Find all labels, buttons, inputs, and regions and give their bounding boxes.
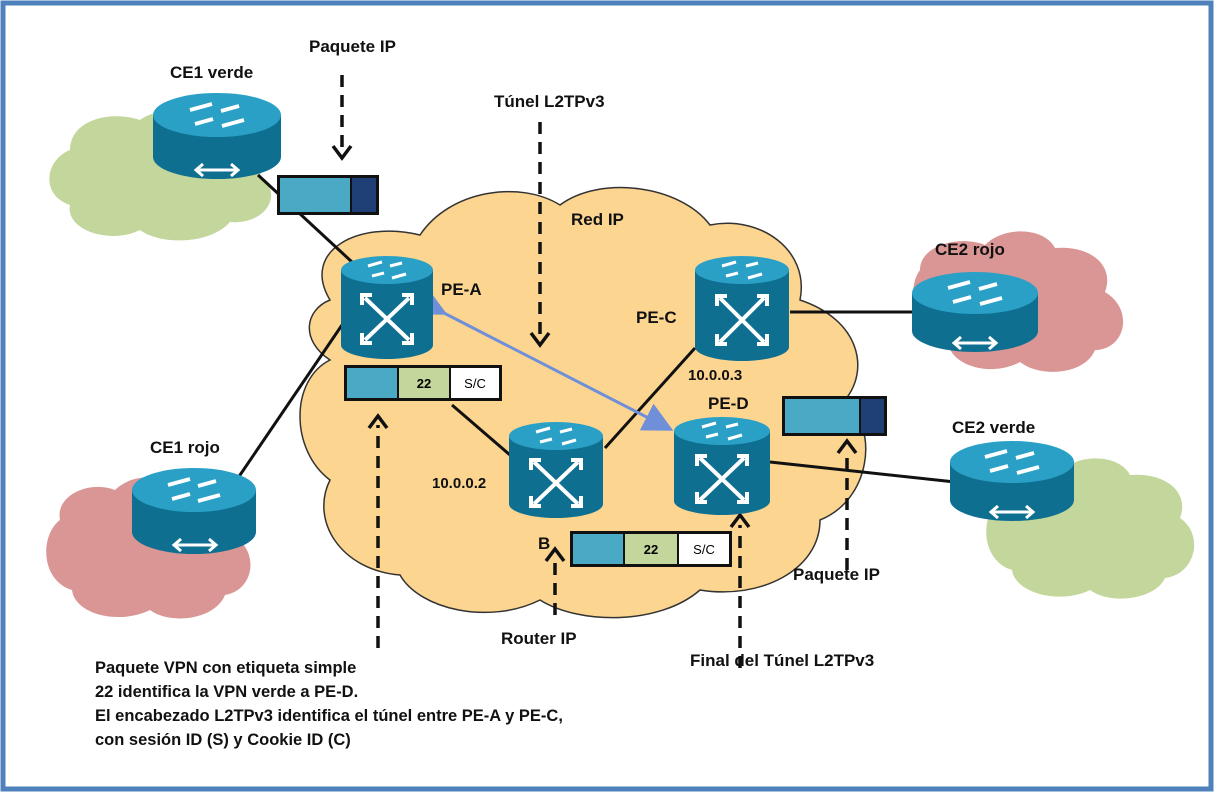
address-router-b: 10.0.0.2: [432, 475, 487, 492]
label-ce1-rojo: CE1 rojo: [150, 438, 220, 457]
address-pe-c: 10.0.0.3: [688, 367, 743, 384]
label-pe-c: PE-C: [636, 308, 677, 327]
dashed-arrows: [340, 75, 849, 668]
ip-packet-ce1: [277, 175, 379, 215]
callout-paquete-ip-right: Paquete IP: [793, 565, 880, 584]
callout-tunel: Túnel L2TPv3: [494, 92, 605, 111]
label-pe-d: PE-D: [708, 394, 749, 413]
session-cookie-cell: S/C: [451, 368, 499, 398]
vpn-packet-pe-a: 22 S/C: [344, 365, 502, 401]
payload-cell: [347, 368, 399, 398]
dashed-arrow-heads: [331, 144, 858, 563]
note-line: 22 identifica la VPN verde a PE-D.: [95, 683, 359, 701]
ce1-verde-router-icon: [153, 93, 281, 179]
payload-cell: [573, 534, 625, 564]
vpn-packet-pe-d: 22 S/C: [570, 531, 732, 567]
pe-d-router-icon: [674, 417, 770, 515]
explanation-note: Paquete VPN con etiqueta simple 22 ident…: [95, 656, 563, 752]
note-line: Paquete VPN con etiqueta simple: [95, 659, 357, 677]
label-pe-a: PE-A: [441, 280, 482, 299]
label-red-ip: Red IP: [571, 210, 624, 229]
callout-final-tunel: Final del Túnel L2TPv3: [690, 651, 875, 670]
pe-c-router-icon: [695, 256, 789, 361]
label-router-b: B: [538, 534, 551, 553]
session-cookie-cell: S/C: [679, 534, 729, 564]
label-ce2-verde: CE2 verde: [952, 418, 1036, 437]
header-cell: [352, 178, 376, 212]
ce1-rojo-router-icon: [132, 468, 256, 554]
router-b-icon: [509, 422, 603, 518]
note-line: con sesión ID (S) y Cookie ID (C): [95, 731, 351, 749]
callout-router-ip: Router IP: [501, 629, 577, 648]
note-line: El encabezado L2TPv3 identifica el túnel…: [95, 707, 563, 725]
payload-cell: [785, 399, 861, 433]
ip-packet-ce2: [782, 396, 887, 436]
tunnel-arrow: [413, 287, 674, 431]
label-ce1-verde: CE1 verde: [170, 63, 254, 82]
ce2-rojo-router-icon: [912, 272, 1038, 352]
vpn-label-cell: 22: [399, 368, 451, 398]
pe-a-router-icon: [341, 256, 433, 359]
ce2-verde-router-icon: [950, 441, 1074, 521]
vpn-label-cell: 22: [625, 534, 679, 564]
callout-paquete-ip-top: Paquete IP: [309, 37, 396, 56]
header-cell: [861, 399, 884, 433]
label-ce2-rojo: CE2 rojo: [935, 240, 1005, 259]
payload-cell: [280, 178, 352, 212]
